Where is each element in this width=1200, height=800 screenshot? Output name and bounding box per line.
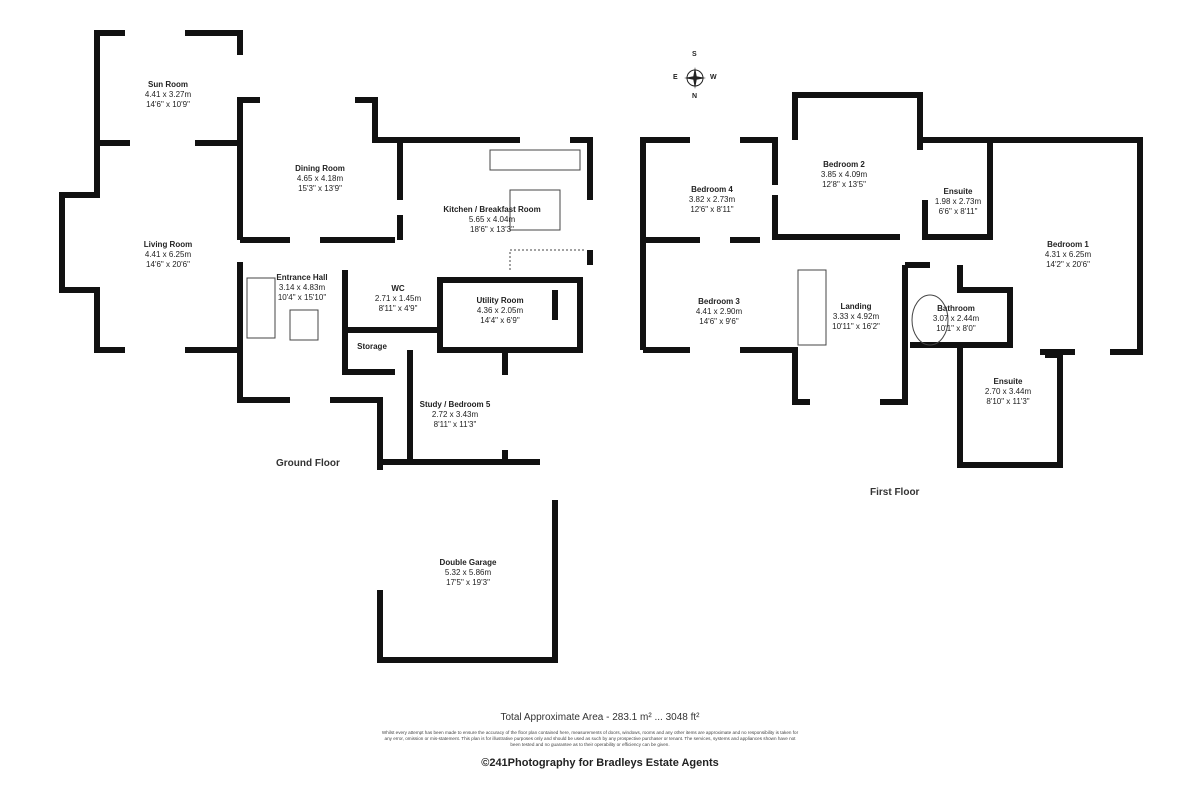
total-area: Total Approximate Area - 283.1 m² ... 30… xyxy=(500,712,700,723)
compass-west: W xyxy=(710,74,717,81)
dining-room-walls xyxy=(237,97,400,240)
compass-rose-icon xyxy=(684,67,706,89)
bath xyxy=(911,294,949,346)
compass: S E W N xyxy=(670,51,720,105)
kitchen-walls xyxy=(400,137,593,265)
utility-divider xyxy=(437,290,558,353)
compass-north: N xyxy=(692,93,698,100)
garage-walls xyxy=(377,459,558,663)
first-floor-label: First Floor xyxy=(870,487,920,498)
stairs xyxy=(797,269,827,346)
storage-walls xyxy=(342,330,395,375)
sun-living-divider xyxy=(97,130,243,146)
bedroom2-walls xyxy=(772,92,923,240)
bathroom-walls xyxy=(905,262,1013,348)
hall-walls xyxy=(237,262,383,470)
stairs xyxy=(246,277,276,339)
compass-east: E xyxy=(673,74,678,81)
compass-south: S xyxy=(692,51,697,58)
kitchen-dashed-boundary xyxy=(509,249,585,270)
ensuite2-walls xyxy=(957,345,1063,468)
kitchen-island xyxy=(489,149,581,231)
living-room-walls xyxy=(59,143,243,353)
room-storage: Storage xyxy=(357,342,387,351)
bedroom3-walls xyxy=(643,265,908,405)
credit: ©241Photography for Bradleys Estate Agen… xyxy=(481,757,719,769)
ensuite-walls xyxy=(920,137,993,240)
stairs xyxy=(289,309,319,341)
ground-floor-label: Ground Floor xyxy=(276,458,340,469)
disclaimer: Whilst every attempt has been made to en… xyxy=(381,730,799,747)
